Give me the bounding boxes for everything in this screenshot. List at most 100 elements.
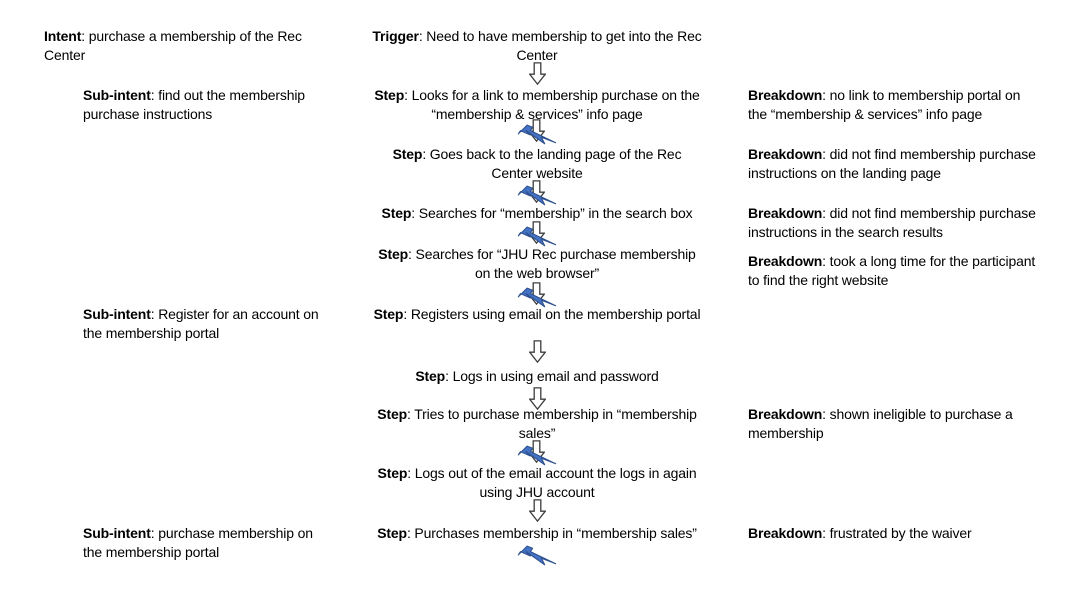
flow-connector-arrow [372,387,702,415]
step-node-4: Step: Searches for “JHU Rec purchase mem… [372,245,702,282]
lightning-bolt-icon [517,445,557,466]
breakdown-label: Breakdown [748,525,823,541]
sub-intent-note-3: Sub-intent: purchase membership on the m… [83,524,323,561]
trigger-node: Trigger: Need to have membership to get … [372,27,702,64]
label-separator: : [406,525,415,541]
label-separator: : [445,368,453,384]
label-separator: : [403,306,411,322]
sub-intent-label: Sub-intent [83,525,151,541]
breakdown-text: took a long time for the participant to … [748,253,1036,288]
down-arrow-icon [527,387,547,415]
step-label: Step [392,146,423,162]
intent-note: Intent: purchase a membership of the Rec… [44,27,316,64]
step-node-3: Step: Searches for “membership” in the s… [372,204,702,223]
step-text: Looks for a link to membership purchase … [411,87,700,122]
step-text: Logs in using email and password [452,368,659,384]
label-separator: : [150,306,159,322]
flow-connector-arrow [372,499,702,527]
breakdown-text: did not find membership purchase instruc… [748,205,1036,240]
step-text: Logs out of the email account the logs i… [414,465,697,500]
arrow-with-bolt [515,282,559,312]
flow-connector-breakdown [372,440,702,470]
down-arrow-icon [527,62,547,90]
breakdown-text: frustrated by the waiver [829,525,972,541]
step-label: Step [377,525,407,541]
step-node-1: Step: Looks for a link to membership pur… [372,86,702,123]
sub-intent-text: purchase membership on the membership po… [83,525,313,560]
breakdown-note-3: Breakdown: did not find membership purch… [748,204,1038,241]
sub-intent-note-1: Sub-intent: find out the membership purc… [83,86,323,123]
breakdown-label: Breakdown [748,87,823,103]
label-separator: : [408,246,416,262]
breakdown-note-5: Breakdown: shown ineligible to purchase … [748,405,1038,442]
step-text: Searches for “JHU Rec purchase membershi… [415,246,696,281]
intent-text: purchase a membership of the Rec Center [44,28,302,63]
flow-connector-breakdown [372,221,702,251]
step-node-6: Step: Logs in using email and password [372,367,702,386]
step-node-7: Step: Tries to purchase membership in “m… [372,405,702,442]
breakdown-note-1: Breakdown: no link to membership portal … [748,86,1038,123]
arrow-with-bolt [515,221,559,251]
step-label: Step [381,205,412,221]
sub-intent-label: Sub-intent [83,306,151,322]
step-node-2: Step: Goes back to the landing page of t… [372,145,702,182]
step-label: Step [377,465,408,481]
flow-connector-breakdown [372,282,702,312]
label-separator: : [418,28,427,44]
breakdown-text: shown ineligible to purchase a membershi… [748,406,1013,441]
lightning-bolt-icon [517,185,557,206]
intent-label: Intent [44,28,82,44]
flow-connector-breakdown [372,180,702,210]
lightning-bolt-icon [517,287,557,308]
sub-intent-text: Register for an account on the membershi… [83,306,319,341]
step-text: Goes back to the landing page of the Rec… [429,146,682,181]
step-label: Step [373,306,404,322]
sub-intent-note-2: Sub-intent: Register for an account on t… [83,305,335,342]
label-separator: : [407,465,415,481]
breakdown-label: Breakdown [748,205,823,221]
breakdown-label: Breakdown [748,146,823,162]
step-label: Step [377,406,408,422]
arrow-with-bolt [515,180,559,210]
down-arrow-icon [527,340,547,368]
flow-connector-arrow [372,62,702,90]
label-separator: : [150,87,159,103]
trigger-label: Trigger [372,28,419,44]
breakdown-label: Breakdown [748,253,823,269]
step-label: Step [415,368,446,384]
label-separator: : [422,146,430,162]
down-arrow-icon [527,499,547,527]
lightning-bolt-icon [517,124,557,145]
flow-connector-arrow [372,340,702,368]
label-separator: : [822,253,830,269]
step-text: Registers using email on the membership … [410,306,701,322]
breakdown-note-2: Breakdown: did not find membership purch… [748,145,1038,182]
breakdown-text: no link to membership portal on the “mem… [748,87,1021,122]
sub-intent-text: find out the membership purchase instruc… [83,87,305,122]
arrow-with-bolt [515,440,559,470]
lightning-bolt-icon [517,226,557,247]
label-separator: : [404,87,412,103]
step-text: Searches for “membership” in the search … [418,205,693,221]
flow-connector-breakdown [372,119,702,149]
arrow-with-bolt [515,119,559,149]
step-text: Purchases membership in “membership sale… [414,525,697,541]
label-separator: : [81,28,89,44]
label-separator: : [407,406,415,422]
label-separator: : [411,205,419,221]
label-separator: : [822,525,830,541]
label-separator: : [822,406,830,422]
step-node-5: Step: Registers using email on the membe… [372,305,702,324]
step-text: Tries to purchase membership in “members… [414,406,697,441]
breakdown-note-4: Breakdown: took a long time for the part… [748,252,1038,289]
label-separator: : [150,525,159,541]
sub-intent-label: Sub-intent [83,87,151,103]
label-separator: : [822,87,830,103]
step-label: Step [378,246,409,262]
step-node-9: Step: Purchases membership in “membershi… [372,524,702,543]
trigger-text: Need to have membership to get into the … [426,28,702,63]
flow-connector-breakdown-end [372,545,702,567]
label-separator: : [822,205,830,221]
step-node-8: Step: Logs out of the email account the … [372,464,702,501]
